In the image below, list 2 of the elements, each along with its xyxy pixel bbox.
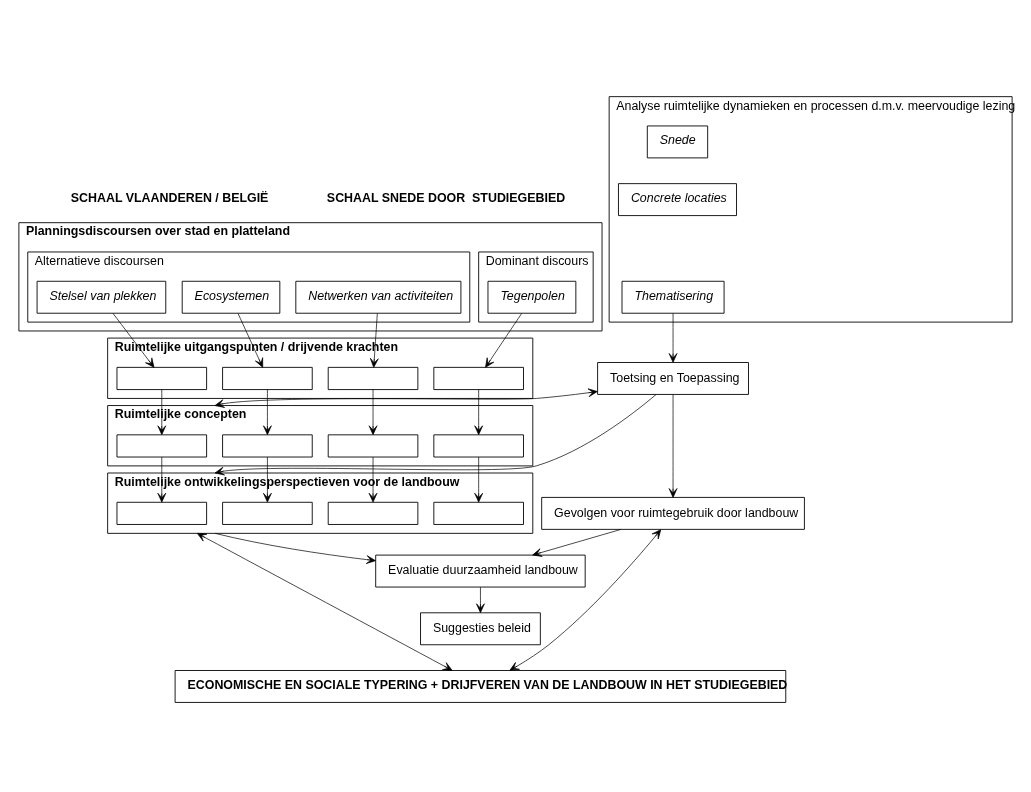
label: SCHAAL VLAANDEREN / BELGIË <box>70 191 269 206</box>
label: SCHAAL SNEDE DOOR STUDIEGEBIED <box>326 191 566 206</box>
